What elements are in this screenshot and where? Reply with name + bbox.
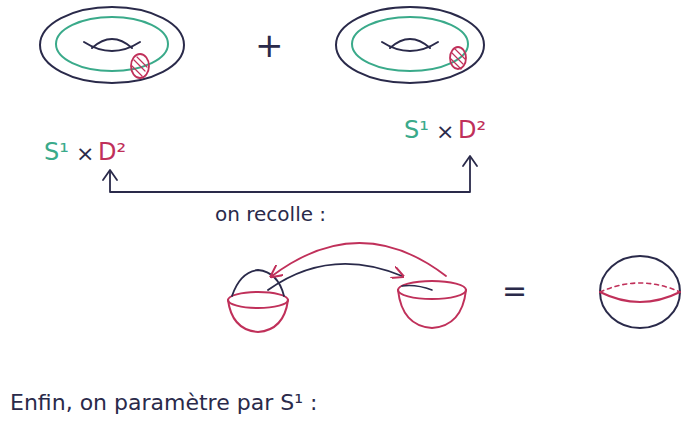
disc-symbol: D² (458, 118, 486, 142)
caret (463, 156, 477, 166)
bracket-line (110, 158, 470, 192)
caret (103, 170, 117, 180)
product-sign: × (436, 121, 454, 143)
curved-arrow (272, 243, 446, 276)
plus-sign: + (255, 28, 284, 62)
product-sign: × (76, 143, 94, 165)
disc-symbol: D² (98, 140, 126, 164)
circle-symbol: S¹ (44, 140, 69, 164)
equals-sign: = (502, 276, 527, 306)
closing-note: Enfin, on paramètre par S¹ : (10, 392, 317, 414)
disc-piece (398, 281, 466, 328)
gluing-note: on recolle : (215, 204, 326, 224)
solid-torus (336, 7, 484, 83)
curved-arrow (268, 264, 402, 290)
disc-piece (228, 270, 288, 332)
solid-torus (40, 7, 184, 83)
circle-symbol: S¹ (404, 118, 429, 142)
sphere (600, 256, 680, 328)
